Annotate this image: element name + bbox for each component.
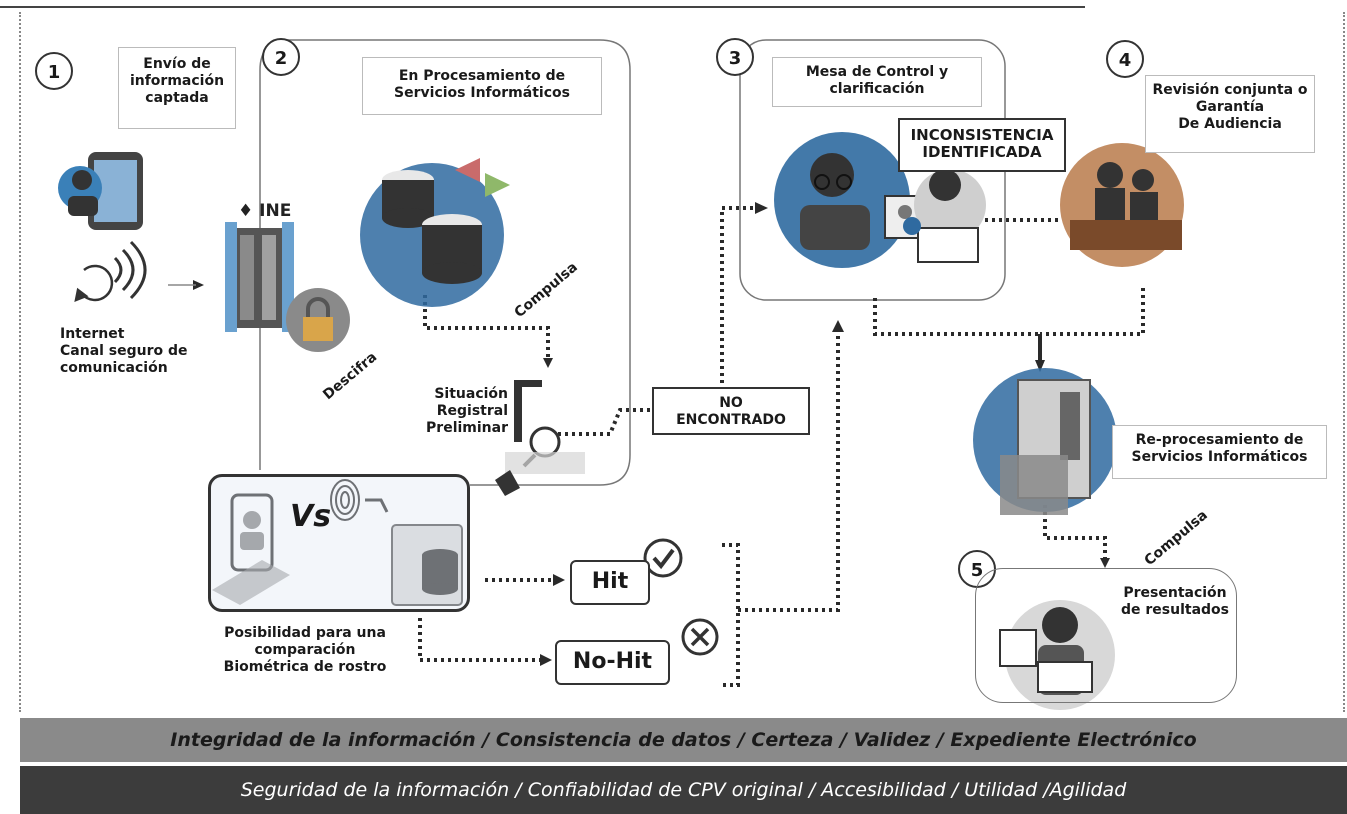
inconsistencia-line-1: INCONSISTENCIA (910, 126, 1054, 144)
meeting-icon (1060, 143, 1184, 267)
ine-logo: ♦ INE (238, 201, 291, 221)
step-1-line-2: información (129, 73, 225, 89)
reprocesamiento-line-1: Re-procesamiento de (1135, 432, 1304, 448)
step-2-line-2: Servicios Informáticos (394, 85, 570, 101)
footer-line-2: Seguridad de la información / Confiabili… (20, 766, 1347, 814)
fingerprint-icon (330, 479, 389, 521)
step-4-line-2: Garantía (1195, 99, 1265, 115)
face-phone-icon (212, 493, 290, 605)
hit-box: Hit (570, 560, 650, 605)
sync-icon (74, 264, 114, 303)
step-3-line-2: clarificación (829, 81, 925, 97)
no-encontrado-line-1: NO (719, 395, 743, 411)
top-rule (0, 6, 1085, 8)
step-1-number: 1 (35, 52, 73, 90)
biometrica-label: Posibilidad para una comparación Biométr… (190, 625, 420, 676)
check-icon (643, 538, 683, 578)
step-2-line-1: En Procesamiento de (398, 68, 566, 84)
reprocesamiento-line-2: Servicios Informáticos (1131, 449, 1308, 465)
arrowheads (193, 202, 1110, 666)
results-operator-icon (999, 600, 1115, 710)
internet-line-1: Internet (60, 326, 125, 342)
situacion-line-2: Registral (436, 403, 508, 419)
frame-right (1343, 12, 1345, 712)
step-3-label: Mesa de Control y clarificación (772, 57, 982, 107)
hit-label: Hit (591, 569, 629, 594)
operator-icon (774, 132, 986, 268)
vs-label: Vs (290, 499, 332, 534)
no-encontrado-line-2: ENCONTRADO (676, 412, 786, 428)
no-encontrado-box: NO ENCONTRADO (652, 387, 810, 435)
step-3-line-1: Mesa de Control y (805, 64, 949, 80)
wifi-icon (113, 240, 147, 300)
step-4-line-1: Revisión conjunta o (1152, 82, 1308, 98)
internet-line-3: comunicación (60, 360, 168, 376)
lock-icon (286, 288, 350, 352)
bio-server-icon (391, 524, 463, 606)
situacion-line-3: Preliminar (426, 420, 508, 436)
server-ine-icon (225, 222, 294, 332)
situacion-label: Situación Registral Preliminar (408, 386, 508, 437)
footer-line-1: Integridad de la información / Consisten… (20, 718, 1347, 762)
step-4-number: 4 (1106, 40, 1144, 78)
step-1-line-3: captada (145, 90, 209, 106)
step-5-label: Presentación de resultados (1110, 585, 1240, 619)
biometrica-line-3: Biométrica de rostro (223, 659, 387, 675)
step-1-line-1: Envío de (143, 56, 211, 72)
reprocessing-server-icon (973, 368, 1117, 515)
step-2-label: En Procesamiento de Servicios Informátic… (362, 57, 602, 115)
step-5-number: 5 (958, 550, 996, 588)
step-4-label: Revisión conjunta o Garantía De Audienci… (1145, 75, 1315, 153)
database-icon (360, 158, 510, 307)
frame-left (19, 12, 21, 712)
cross-icon (681, 618, 719, 656)
step-5-container (975, 568, 1237, 703)
dotted-connectors (418, 206, 1145, 687)
reprocesamiento-label: Re-procesamiento de Servicios Informátic… (1112, 425, 1327, 479)
nohit-label: No-Hit (572, 649, 653, 674)
biometrica-line-2: comparación (254, 642, 356, 658)
step-4-line-3: De Audiencia (1178, 116, 1282, 132)
step-3-number: 3 (716, 38, 754, 76)
biometric-box (208, 474, 470, 612)
internet-label: Internet Canal seguro de comunicación (60, 326, 210, 377)
situacion-line-1: Situación (434, 386, 508, 402)
user-phone-icon (58, 152, 143, 230)
step-2-number: 2 (262, 38, 300, 76)
key-search-icon (495, 380, 585, 496)
step-5-line-2: de resultados (1120, 602, 1229, 618)
step-5-line-1: Presentación (1123, 585, 1227, 601)
step-1-label: Envío de información captada (118, 47, 236, 129)
internet-line-2: Canal seguro de (60, 343, 188, 359)
biometrica-line-1: Posibilidad para una (224, 625, 386, 641)
inconsistencia-box: INCONSISTENCIA IDENTIFICADA (898, 118, 1066, 172)
nohit-box: No-Hit (555, 640, 670, 685)
inconsistencia-line-2: IDENTIFICADA (922, 143, 1042, 161)
